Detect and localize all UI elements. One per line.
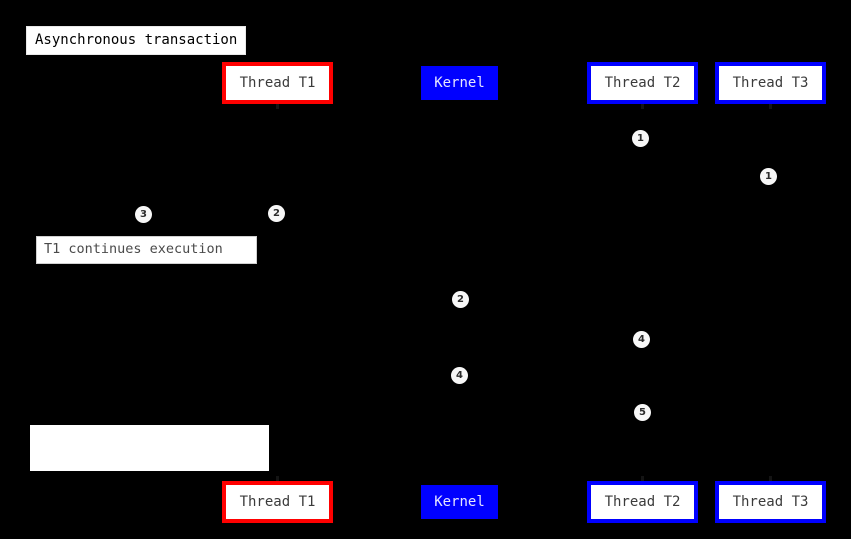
lifeline-footer-kernel[interactable]: Kernel xyxy=(421,485,498,519)
step-badge-1-t2[interactable]: 1 xyxy=(632,130,649,147)
lifeline-stub-thread-t3-bottom xyxy=(769,476,772,481)
step-badge-2-t1[interactable]: 2 xyxy=(268,205,285,222)
lifeline-stub-thread-t1-bottom xyxy=(276,476,279,481)
step-badge-1-t3[interactable]: 1 xyxy=(760,168,777,185)
step-badge-4-t2[interactable]: 4 xyxy=(633,331,650,348)
lifeline-stub-thread-t2-bottom xyxy=(641,476,644,481)
lifeline-stub-thread-t3-top xyxy=(769,104,772,109)
lifeline-header-thread-t3[interactable]: Thread T3 xyxy=(715,62,826,104)
lifeline-footer-thread-t2[interactable]: Thread T2 xyxy=(587,481,698,523)
step-badge-3-t1[interactable]: 3 xyxy=(135,206,152,223)
lifeline-footer-thread-t3[interactable]: Thread T3 xyxy=(715,481,826,523)
lifeline-footer-thread-t1[interactable]: Thread T1 xyxy=(222,481,333,523)
step-badge-2-kernel[interactable]: 2 xyxy=(452,291,469,308)
note-empty-block xyxy=(30,425,269,471)
lifeline-stub-thread-t1-top xyxy=(276,104,279,109)
note-t1-continues-execution: T1 continues execution xyxy=(36,236,257,264)
lifeline-header-thread-t2[interactable]: Thread T2 xyxy=(587,62,698,104)
lifeline-stub-thread-t2-top xyxy=(641,104,644,109)
step-badge-4-kernel[interactable]: 4 xyxy=(451,367,468,384)
diagram-title: Asynchronous transaction xyxy=(26,26,247,55)
step-badge-5-t2[interactable]: 5 xyxy=(634,404,651,421)
lifeline-header-thread-t1[interactable]: Thread T1 xyxy=(222,62,333,104)
lifeline-header-kernel[interactable]: Kernel xyxy=(421,66,498,100)
